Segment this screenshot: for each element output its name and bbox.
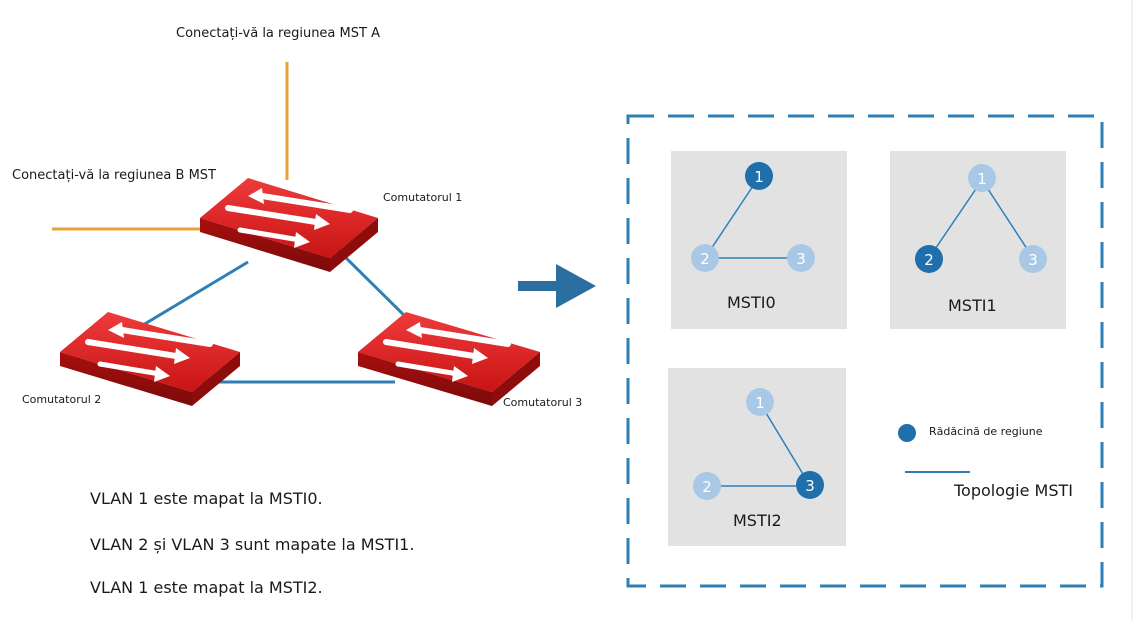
- msti2-topology: 1 2 3: [693, 388, 824, 500]
- region-a-label: Conectați-vă la regiunea MST A: [176, 26, 380, 41]
- msti2-node-3: [796, 471, 824, 499]
- link-sw1-sw3: [336, 248, 417, 328]
- legend-root-label: Rădăcină de regiune: [929, 425, 1043, 438]
- switch-1-label: Comutatorul 1: [383, 191, 463, 204]
- msti2-node-1-label: 1: [755, 394, 765, 412]
- msti1-node-1: [968, 164, 996, 192]
- msti2-node-3-label: 3: [805, 477, 815, 495]
- region-b-label: Conectați-vă la regiunea B MST: [12, 168, 216, 183]
- note-vlan1-msti0: VLAN 1 este mapat la MSTI0.: [90, 489, 323, 508]
- note-vlan23-msti1: VLAN 2 și VLAN 3 sunt mapate la MSTI1.: [90, 535, 415, 554]
- switch-3: [358, 312, 540, 406]
- msti0-node-2-label: 2: [700, 250, 710, 268]
- switch-3-label: Comutatorul 3: [503, 396, 583, 409]
- msti1-topology: 1 2 3: [915, 164, 1047, 273]
- legend-root-icon: [898, 424, 916, 442]
- msti0-topology: 1 2 3: [691, 162, 815, 272]
- msti0-node-1-label: 1: [754, 168, 764, 186]
- transform-arrow-icon: [518, 264, 596, 308]
- msti2-node-1: [746, 388, 774, 416]
- msti1-node-2: [915, 245, 943, 273]
- switch-1: [200, 178, 378, 272]
- msti0-title: MSTI0: [727, 293, 776, 312]
- legend-topology-label: Topologie MSTI: [954, 481, 1074, 500]
- mst-region-box: [626, 114, 1104, 588]
- msti0-node-1: [745, 162, 773, 190]
- msti1-node-2-label: 2: [924, 251, 934, 269]
- switch-2-label: Comutatorul 2: [22, 393, 102, 406]
- msti1-node-3: [1019, 245, 1047, 273]
- msti1-title: MSTI1: [948, 296, 997, 315]
- msti1-node-3-label: 3: [1028, 251, 1038, 269]
- note-vlan1-msti2: VLAN 1 este mapat la MSTI2.: [90, 578, 323, 597]
- msti2-title: MSTI2: [733, 511, 782, 530]
- msti2-node-2: [693, 472, 721, 500]
- msti0-node-2: [691, 244, 719, 272]
- msti0-node-3-label: 3: [796, 250, 806, 268]
- switch-2: [60, 312, 240, 406]
- msti0-node-3: [787, 244, 815, 272]
- msti2-node-2-label: 2: [702, 478, 712, 496]
- msti1-node-1-label: 1: [977, 170, 987, 188]
